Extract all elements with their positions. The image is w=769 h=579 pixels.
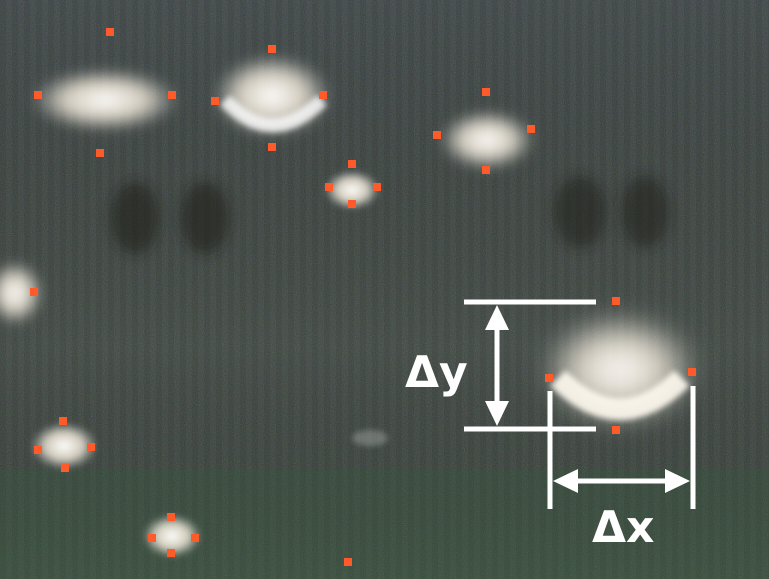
glare-spot — [324, 170, 380, 210]
glare-spot — [30, 422, 98, 470]
feature-marker — [59, 417, 67, 425]
feature-marker — [148, 534, 156, 542]
feature-marker — [688, 368, 696, 376]
feature-marker — [612, 297, 620, 305]
feature-marker — [433, 131, 441, 139]
dark-marking-right — [554, 176, 669, 248]
feature-marker — [106, 28, 114, 36]
feature-marker — [96, 149, 104, 157]
feature-marker — [30, 288, 38, 296]
feature-marker — [168, 91, 176, 99]
feature-marker — [482, 88, 490, 96]
feature-marker — [34, 91, 42, 99]
feature-marker — [482, 166, 490, 174]
feature-marker — [34, 446, 42, 454]
delta-x-label: Δx — [592, 502, 654, 553]
feature-marker — [167, 549, 175, 557]
glare-arc — [550, 370, 690, 420]
feature-marker — [612, 426, 620, 434]
feature-marker — [348, 200, 356, 208]
feature-marker — [373, 183, 381, 191]
delta-y-arrow-head-down — [485, 401, 509, 426]
glare-spot — [352, 430, 388, 446]
feature-markers — [30, 28, 696, 566]
feature-marker — [211, 97, 219, 105]
glare-spot — [30, 68, 180, 132]
glare-spots — [0, 54, 700, 558]
delta-y-annotation — [464, 299, 596, 432]
feature-marker — [319, 91, 327, 99]
delta-y-arrow-head-up — [485, 305, 509, 330]
delta-x-annotation — [547, 386, 696, 509]
feature-marker — [87, 443, 95, 451]
delta-y-label: Δy — [405, 347, 468, 398]
feature-marker — [268, 45, 276, 53]
feature-marker — [527, 125, 535, 133]
feature-marker — [268, 143, 276, 151]
glare-arc — [219, 94, 327, 132]
glare-spot — [142, 514, 202, 558]
delta-x-arrow-head-right — [665, 469, 690, 493]
feature-marker — [344, 558, 352, 566]
feature-marker — [191, 534, 199, 542]
glare-spot — [439, 110, 535, 170]
feature-marker — [545, 374, 553, 382]
dark-marking-left — [111, 182, 229, 254]
delta-x-arrow-head-left — [553, 469, 578, 493]
feature-marker — [167, 513, 175, 521]
feature-marker — [348, 160, 356, 168]
feature-marker — [325, 183, 333, 191]
glare-spot — [0, 261, 43, 325]
feature-marker — [61, 464, 69, 472]
